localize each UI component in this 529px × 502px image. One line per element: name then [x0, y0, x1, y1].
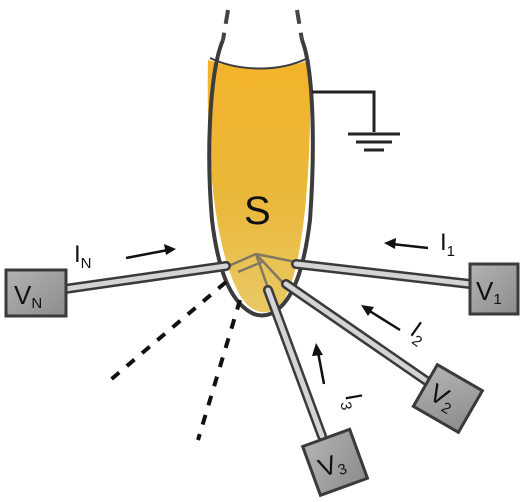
tube-dash-right	[295, 9, 304, 41]
tube-wall-left	[207, 39, 252, 314]
sample-label: S	[244, 189, 271, 233]
current-i3-main: I	[339, 391, 367, 402]
current-i1-sub: 1	[447, 243, 455, 260]
lead-v1	[291, 259, 475, 289]
lead-v3	[263, 285, 327, 441]
current-i3-label: I3	[335, 391, 368, 411]
tube-dash-left	[221, 9, 230, 41]
svg-text:VN: VN	[14, 280, 42, 312]
current-i1-label: I1	[440, 229, 455, 260]
meniscus	[209, 57, 309, 70]
more-terminals-dots-2	[196, 299, 242, 441]
terminal-v1: V1	[468, 262, 520, 316]
arrow-i1-icon	[384, 238, 429, 250]
terminal-v1-main: V	[476, 276, 494, 306]
arrow-in-icon	[125, 244, 176, 260]
ground-icon	[348, 132, 400, 152]
current-in-label: IN	[74, 241, 92, 272]
terminal-vn: VN	[4, 268, 68, 318]
arrow-i2-icon	[361, 305, 401, 332]
terminal-v1-sub: 1	[493, 291, 501, 308]
current-i3-sub: 3	[337, 400, 355, 411]
current-i1-main: I	[440, 229, 447, 256]
current-in-main: I	[74, 241, 81, 268]
current-in-sub: N	[81, 255, 92, 272]
ground-wire	[312, 90, 376, 132]
contact-junction	[223, 252, 297, 289]
more-terminals-dots-1	[106, 280, 228, 384]
sample-body	[207, 60, 311, 313]
lead-vn	[53, 261, 231, 295]
terminal-vn-main: V	[14, 280, 32, 310]
arrow-i3-icon	[312, 343, 326, 385]
terminal-v3: V3	[300, 427, 370, 498]
tube-wall-right	[248, 39, 315, 318]
lead-v2	[281, 279, 433, 387]
terminal-vn-sub: N	[31, 295, 42, 312]
current-i2-label: I2	[403, 317, 433, 351]
terminal-v2: V2	[411, 362, 485, 435]
svg-text:V1: V1	[476, 276, 502, 308]
